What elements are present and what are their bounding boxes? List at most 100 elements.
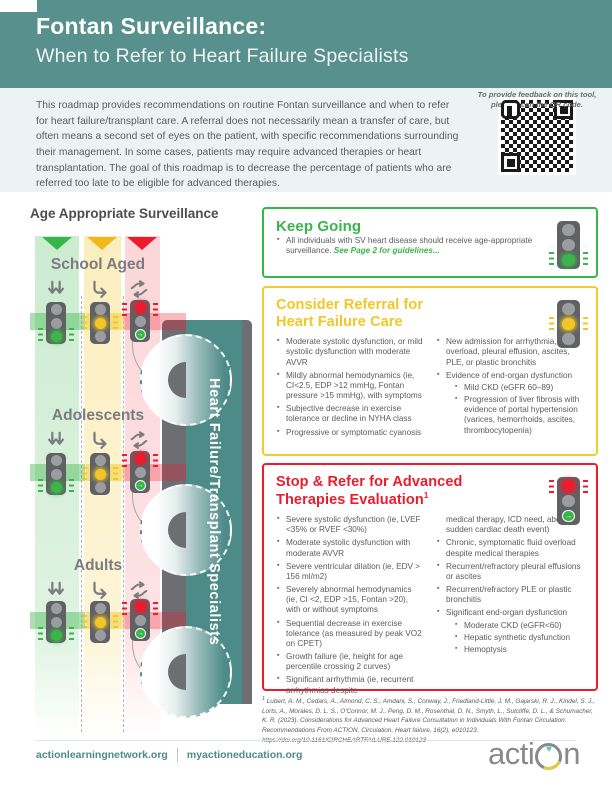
title-line: Stop & Refer for Advanced — [276, 474, 463, 490]
age-group-label: School Aged — [50, 256, 146, 273]
qr-code-icon — [496, 97, 576, 175]
diagram-title: Age Appropriate Surveillance — [30, 206, 219, 221]
sub-bullet-item: Moderate CKD (eGFR<60) — [455, 621, 584, 631]
header-band: Fontan Surveillance: When to Refer to He… — [0, 0, 612, 88]
intro-section: This roadmap provides recommendations on… — [0, 88, 612, 192]
specialist-road-label: Heart Failure/Transplant Specialists — [206, 378, 222, 646]
bullet-item: Severe ventricular dilation (ie, EDV > 1… — [276, 562, 424, 582]
traffic-light-red-icon — [549, 477, 588, 525]
logo-text: n — [563, 736, 580, 771]
double-down-arrow-icon — [48, 431, 64, 445]
bullet-item: Severely abnormal hemodynamics (ie, CI <… — [276, 585, 424, 616]
link-actionlearningnetwork[interactable]: actionlearningnetwork.org — [36, 749, 168, 761]
traffic-light-green-icon — [38, 453, 74, 495]
bullet-item: Sequential decrease in exercise toleranc… — [276, 619, 424, 650]
traffic-light-red-icon — [122, 451, 158, 493]
turn-right-arrow-icon — [93, 581, 107, 599]
bullet-item: New admission for arrhythmia, fluid over… — [436, 337, 584, 368]
footnote-marker: 1 — [262, 696, 265, 702]
qr-finder-icon — [501, 153, 520, 172]
bullet-item: Growth failure (ie, height for age perce… — [276, 652, 424, 672]
red-triangle-icon — [127, 237, 157, 250]
link-myactioneducation[interactable]: myactioneducation.org — [186, 749, 303, 761]
title-text: Therapies Evaluation — [276, 491, 424, 508]
lane-divider — [81, 296, 82, 732]
keep-going-box: Keep Going All individuals with SV heart… — [262, 207, 598, 278]
bullet-text: All individuals with SV heart disease sh… — [286, 235, 533, 255]
corner-notch — [0, 0, 37, 12]
stop-left-list: Severe systolic dysfunction (ie, LVEF <3… — [276, 515, 424, 699]
bullet-item: Recurrent/refractory PLE or plastic bron… — [436, 585, 584, 605]
double-down-arrow-icon — [48, 581, 64, 595]
link-separator — [176, 748, 178, 762]
title-line: Consider Referral for — [276, 297, 424, 313]
bullet-item: Moderate systolic dysfunction with moder… — [276, 538, 424, 558]
interchange-circle — [140, 626, 232, 718]
bullet-item: Significant end-organ dysfunctionModerat… — [436, 608, 584, 655]
age-group-label: Adults — [73, 557, 123, 574]
bullet-item: Significant arrhythmia (ie, recurrent ar… — [276, 675, 424, 695]
sub-bullet-item: Progression of liver fibrosis with evide… — [455, 395, 584, 436]
traffic-light-red-icon — [122, 300, 158, 342]
footer-divider — [36, 740, 576, 741]
footnote-marker: 1 — [423, 491, 429, 501]
logo-text: acti — [488, 736, 535, 771]
bullet-emphasis: See Page 2 for guidelines... — [333, 245, 440, 255]
merge-arrow-icon — [130, 431, 148, 449]
road-bump — [168, 362, 186, 398]
bullet-item: Moderate systolic dysfunction, or mild s… — [276, 337, 424, 368]
bullet-item: Progressive or symptomatic cyanosis — [276, 428, 424, 438]
traffic-light-yellow-icon — [82, 453, 118, 495]
traffic-light-yellow-icon — [549, 300, 588, 348]
stop-right-list: medical therapy, ICD need, aborted sudde… — [436, 515, 584, 699]
road-bump — [168, 512, 186, 548]
bullet-item: Chronic, symptomatic fluid overload desp… — [436, 538, 584, 558]
intro-paragraph: This roadmap provides recommendations on… — [36, 100, 459, 190]
traffic-light-green-icon — [38, 302, 74, 344]
turn-right-arrow-icon — [93, 431, 107, 449]
keep-going-title: Keep Going — [276, 218, 362, 235]
lane-divider — [122, 296, 124, 732]
sub-bullet-item: Hepatic synthetic dysfunction — [455, 633, 584, 643]
sub-bullet-item: Mild CKD (eGFR 60–89) — [455, 383, 584, 393]
bullet-item: Recurrent/refractory pleural effusions o… — [436, 562, 584, 582]
sub-bullet-item: Hemoptysis — [455, 645, 584, 655]
bullet-item: Severe systolic dysfunction (ie, LVEF <3… — [276, 515, 424, 535]
traffic-light-yellow-icon — [82, 601, 118, 643]
page-subtitle: When to Refer to Heart Failure Specialis… — [36, 45, 409, 67]
green-triangle-icon — [42, 237, 72, 250]
double-down-arrow-icon — [48, 280, 64, 294]
title-line: Therapies Evaluation1 — [276, 491, 584, 509]
title-line: Heart Failure Care — [276, 314, 403, 331]
bullet-item: All individuals with SV heart disease sh… — [276, 236, 556, 256]
interchange-circle — [140, 334, 232, 426]
traffic-light-yellow-icon — [82, 302, 118, 344]
age-group-label: Adolescents — [51, 407, 145, 424]
consider-referral-title: Consider Referral for Heart Failure Care — [276, 297, 584, 331]
yellow-triangle-icon — [87, 237, 117, 250]
keep-going-list: All individuals with SV heart disease sh… — [276, 236, 556, 256]
road-bump — [168, 654, 186, 690]
footer-links: actionlearningnetwork.org myactioneducat… — [36, 748, 302, 762]
qr-finder-icon — [554, 100, 573, 119]
logo-o-icon: ♥ — [535, 743, 563, 770]
qr-finder-icon — [496, 100, 520, 119]
bullet-item: Subjective decrease in exercise toleranc… — [276, 404, 424, 424]
interchange-circle — [140, 484, 232, 576]
traffic-light-red-icon — [122, 599, 158, 641]
consider-right-list: New admission for arrhythmia, fluid over… — [436, 337, 584, 441]
stop-refer-box: Stop & Refer for Advanced Therapies Eval… — [262, 463, 598, 695]
bullet-item: medical therapy, ICD need, aborted sudde… — [446, 515, 575, 535]
page-title: Fontan Surveillance: — [36, 13, 267, 39]
bullet-item: Mildly abnormal hemodynamics (ie, CI<2.5… — [276, 371, 424, 402]
action-logo: acti ♥ n — [488, 736, 580, 772]
consider-left-list: Moderate systolic dysfunction, or mild s… — [276, 337, 424, 441]
traffic-light-green-icon — [38, 601, 74, 643]
merge-arrow-icon — [130, 280, 148, 298]
traffic-light-green-icon — [549, 221, 588, 269]
heart-icon: ♥ — [546, 744, 552, 755]
stop-refer-title: Stop & Refer for Advanced Therapies Eval… — [276, 474, 584, 509]
turn-right-arrow-icon — [93, 280, 107, 298]
qr-caption: To provide feedback on this tool, please… — [477, 90, 597, 110]
